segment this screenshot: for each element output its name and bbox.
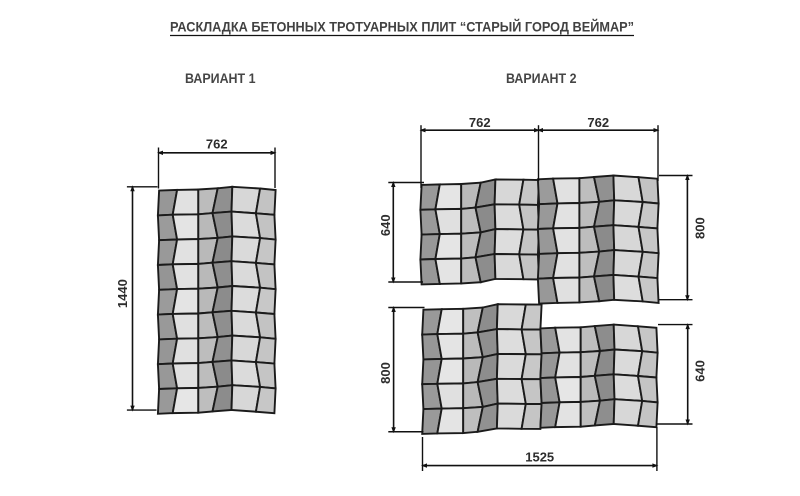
svg-text:640: 640	[692, 360, 707, 382]
svg-text:800: 800	[692, 217, 707, 239]
svg-text:РАСКЛАДКА БЕТОННЫХ ТРОТУАРНЫХ: РАСКЛАДКА БЕТОННЫХ ТРОТУАРНЫХ ПЛИТ “СТАР…	[170, 17, 634, 34]
svg-text:800: 800	[378, 362, 393, 384]
svg-text:640: 640	[378, 214, 393, 236]
svg-text:762: 762	[469, 115, 491, 130]
svg-text:ВАРИАНТ 1: ВАРИАНТ 1	[185, 71, 256, 86]
svg-text:1440: 1440	[115, 279, 130, 308]
svg-text:1525: 1525	[525, 450, 554, 465]
svg-text:762: 762	[206, 137, 228, 152]
svg-text:ВАРИАНТ 2: ВАРИАНТ 2	[506, 71, 577, 86]
svg-text:762: 762	[587, 115, 609, 130]
